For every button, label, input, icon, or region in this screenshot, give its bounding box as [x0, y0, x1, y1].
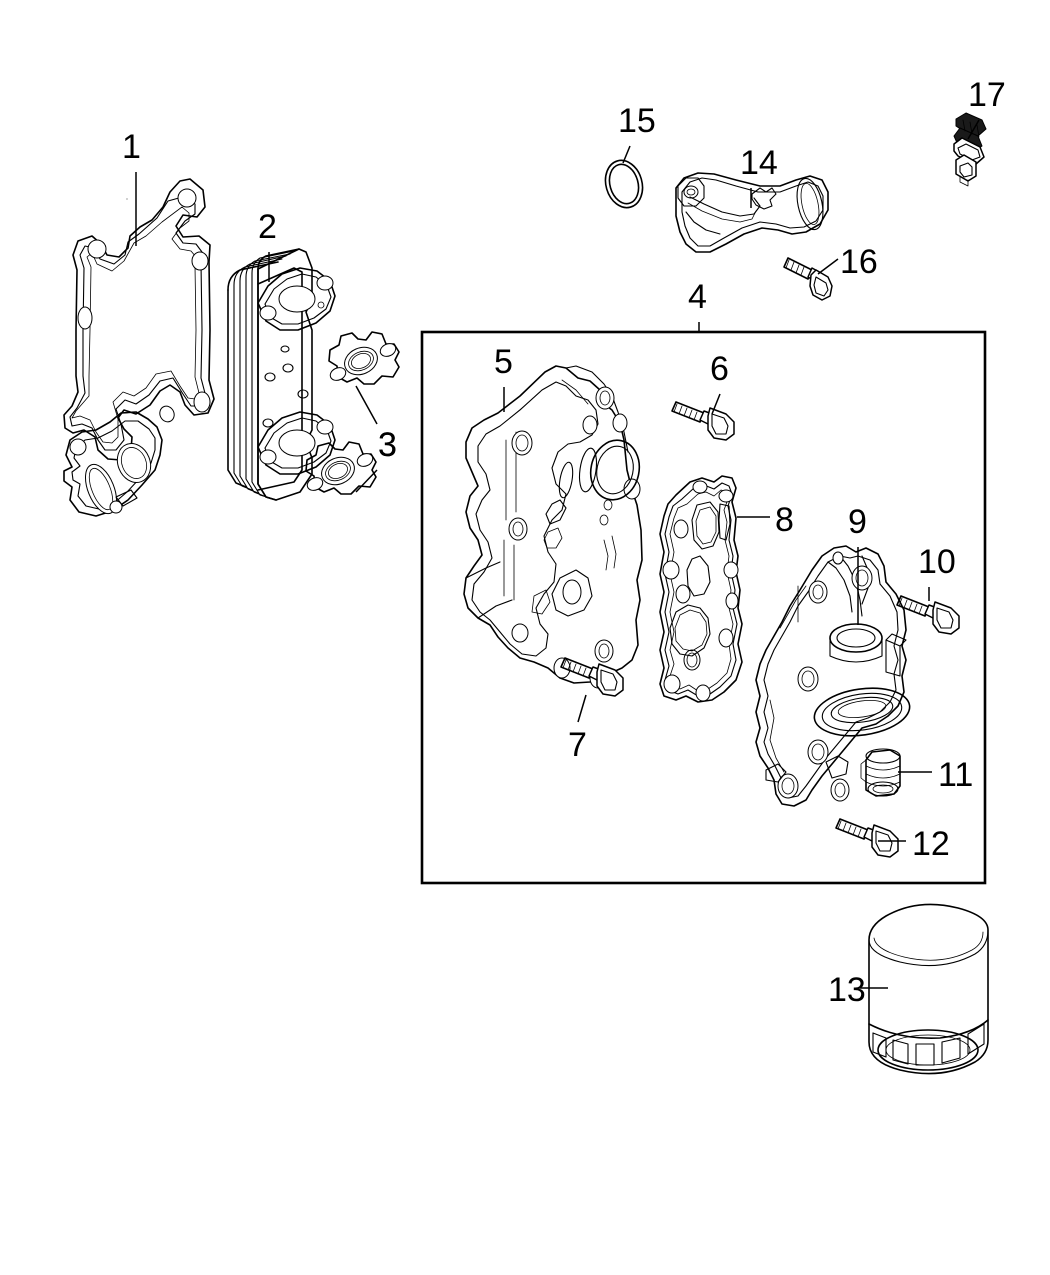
callout-number-16: 16	[840, 243, 878, 281]
leader-line-housing-bolt-lower	[577, 694, 587, 723]
part-17-oil-pressure-sensor	[953, 112, 987, 187]
leader-line-elbow-retaining-bolt	[817, 258, 839, 275]
part-3-oil-cooler-seal-rings	[305, 331, 400, 495]
callout-number-11: 11	[938, 756, 974, 794]
callout-number-5: 5	[494, 343, 513, 381]
part-8-oil-filter-housing-gasket	[659, 475, 743, 703]
part-2-engine-oil-cooler	[227, 248, 336, 501]
assembly-group-frame	[420, 330, 987, 885]
callout-number-4: 4	[688, 278, 707, 316]
leader-line-oil-cooler-seal-ring-lower	[355, 469, 378, 493]
part-5-oil-filter-housing	[463, 365, 643, 689]
part-6-housing-bolt	[671, 401, 735, 441]
callout-number-7: 7	[568, 726, 587, 764]
leader-line-elbow-o-ring-seal	[622, 145, 631, 164]
part-14-oil-cooler-inlet-elbow	[675, 172, 829, 253]
part-7-housing-bolt-lower	[560, 657, 624, 697]
callout-number-3: 3	[378, 426, 397, 464]
callout-number-10: 10	[918, 543, 956, 581]
callout-number-1: 1	[122, 128, 141, 166]
callout-leader-lines	[135, 119, 980, 989]
leader-line-housing-bolt-upper	[711, 393, 721, 415]
leader-line-oil-pressure-sensor	[967, 119, 980, 140]
callout-number-3: 3	[378, 426, 397, 464]
part-11-oil-drain-plug-cap	[860, 748, 901, 797]
part-12-adapter-bolt-lower	[835, 818, 899, 858]
callout-number-13: 13	[828, 971, 866, 1009]
part-13-engine-oil-filter	[868, 903, 989, 1075]
callout-number-14: 14	[740, 144, 778, 182]
callout-number-6: 6	[710, 350, 729, 388]
part-15-elbow-o-ring	[604, 159, 644, 209]
part-16-elbow-retaining-bolt	[783, 257, 833, 301]
part-9-oil-filter-adapter-housing	[755, 545, 911, 807]
callout-number-2: 2	[258, 208, 277, 246]
callout-number-9: 9	[848, 503, 867, 541]
callout-number-17: 17	[968, 76, 1006, 114]
callout-number-8: 8	[775, 501, 794, 539]
leader-line-oil-cooler-seal-ring	[355, 385, 378, 425]
callout-number-12: 12	[912, 825, 950, 863]
part-1-oil-cooler-gasket	[63, 178, 215, 517]
callout-number-15: 15	[618, 102, 656, 140]
part-10-adapter-bolt-upper	[896, 595, 960, 635]
